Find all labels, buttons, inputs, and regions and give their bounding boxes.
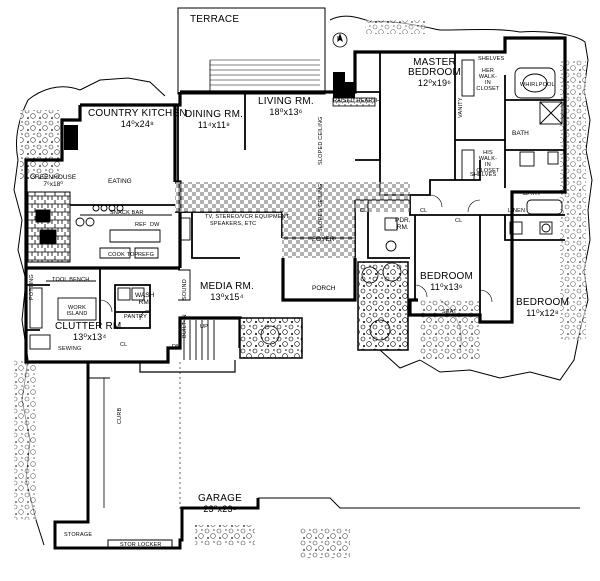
shelves-label-1: SHELVES bbox=[478, 56, 505, 62]
dw-label: DW bbox=[150, 222, 160, 228]
bedroom-2-dim: 11⁰x12⁸ bbox=[526, 308, 559, 318]
country-kitchen-dim: 14⁰x24⁸ bbox=[120, 119, 155, 129]
bath-fixtures bbox=[384, 59, 563, 252]
kitchen-fixtures bbox=[35, 204, 172, 259]
clutter-fixtures bbox=[29, 280, 145, 350]
greenhouse-name: GREENHOUSE bbox=[30, 174, 77, 181]
garage-label: GARAGE 23⁰x23⁸ bbox=[198, 494, 242, 515]
linen-label: LINEN bbox=[508, 208, 526, 214]
shelves-label-2: SHELVES bbox=[470, 172, 497, 178]
garage-name: GARAGE bbox=[198, 493, 242, 504]
bedroom-1-dim: 11⁰x13⁶ bbox=[430, 282, 463, 292]
master-bedroom-label: MASTER BEDROOM 12⁰x19⁶ bbox=[408, 58, 461, 89]
up-label: UP bbox=[200, 324, 209, 330]
her-closet-label: HER WALK-IN CLOSET bbox=[476, 68, 500, 92]
sound-label: SOUND bbox=[182, 279, 188, 300]
media-name: MEDIA RM. bbox=[200, 281, 255, 292]
pdr-name: PDR. bbox=[395, 217, 411, 224]
master-bedroom-name: MASTER bbox=[413, 57, 456, 68]
bedroom-1-label: BEDROOM 11⁰x13⁶ bbox=[420, 272, 473, 293]
clutter-label: CLUTTER RM. 13⁰x13⁴ bbox=[55, 322, 124, 343]
dining-name: DINING RM. bbox=[185, 109, 244, 120]
cook-top-label: COOK TOP bbox=[108, 252, 139, 258]
his-closet-label: HIS WALK-IN CLOSET bbox=[476, 150, 500, 174]
pdr-name2: RM. bbox=[396, 224, 409, 231]
pantry-label: PANTRY bbox=[124, 314, 148, 320]
living-dim: 18⁰x13⁶ bbox=[269, 107, 303, 117]
bedroom-1-name: BEDROOM bbox=[420, 271, 474, 282]
dn-label: DN bbox=[172, 344, 181, 350]
sewing-label: SEWING bbox=[58, 346, 82, 352]
vanity-label: VANITY bbox=[458, 97, 464, 118]
bath-2-label: BATH bbox=[523, 190, 540, 197]
bedroom-2-name: BEDROOM bbox=[516, 297, 570, 308]
refg-label: REFG bbox=[138, 252, 155, 258]
country-kitchen-name: COUNTRY KITCHEN bbox=[88, 108, 187, 119]
dining-label: DINING RM. 11⁴x11⁸ bbox=[185, 110, 243, 131]
cl-label-3: CL bbox=[455, 218, 463, 224]
builtin-label: BUILT-IN bbox=[182, 314, 188, 338]
terrace bbox=[177, 7, 326, 95]
curb-label: CURB bbox=[117, 407, 123, 424]
terrace-label: TERRACE bbox=[190, 14, 240, 25]
garage-dim: 23⁰x23⁸ bbox=[203, 504, 237, 514]
media-stairs bbox=[178, 217, 215, 360]
raised-hearth-label: RAISED HEARTH bbox=[333, 98, 381, 104]
bedroom-2-label: BEDROOM 11⁰x12⁸ bbox=[516, 298, 569, 319]
north-arrow bbox=[332, 32, 348, 48]
cl-label-4: CL bbox=[120, 342, 128, 348]
living-name: LIVING RM. bbox=[258, 96, 314, 107]
speakers-label: SPEAKERS, ETC bbox=[210, 221, 257, 227]
clutter-dim: 13⁰x13⁴ bbox=[73, 332, 107, 342]
wash-name: WASH bbox=[135, 292, 155, 299]
wash-label: WASH RM. bbox=[135, 292, 154, 306]
media-dim: 13⁰x15⁴ bbox=[210, 292, 244, 302]
cl-label-1: CL bbox=[360, 208, 368, 214]
door-swings bbox=[99, 194, 493, 321]
planters bbox=[239, 261, 409, 359]
eating-label: EATING bbox=[108, 178, 132, 185]
whirlpool-label: WHIRLPOOL bbox=[520, 82, 555, 88]
tv-stereo-label: TV, STEREO/VCR EQUIPMENT bbox=[205, 214, 290, 220]
fireplaces bbox=[64, 72, 376, 150]
seat-label: SEAT bbox=[442, 309, 457, 315]
tool-bench-label: TOOL BENCH bbox=[52, 277, 90, 283]
north-label: N bbox=[337, 36, 342, 42]
tile-gallery bbox=[175, 182, 410, 258]
potting-label: POTTING bbox=[29, 274, 35, 300]
country-kitchen-label: COUNTRY KITCHEN 14⁰x24⁸ bbox=[88, 109, 187, 130]
ref-label: REF bbox=[135, 222, 147, 228]
pdr-label: PDR. RM. bbox=[395, 217, 411, 231]
sloped-ceiling-label-2: SLOPED CEILING bbox=[318, 183, 324, 232]
wash-name2: RM. bbox=[138, 299, 151, 306]
sloped-ceiling-label-1: SLOPED CEILING bbox=[318, 116, 324, 165]
cl-label-2: CL bbox=[420, 208, 428, 214]
storage-label: STORAGE bbox=[64, 532, 93, 538]
stor-locker-label: STOR LOCKER bbox=[120, 542, 162, 548]
media-label: MEDIA RM. 13⁰x15⁴ bbox=[200, 282, 254, 303]
greenhouse-floor bbox=[27, 191, 71, 263]
living-label: LIVING RM. 18⁰x13⁶ bbox=[258, 97, 314, 118]
master-bedroom-name2: BEDROOM bbox=[408, 67, 462, 78]
snack-bar-label: SNACK BAR bbox=[110, 210, 144, 216]
work-island-label: WORK ISLAND bbox=[66, 305, 88, 317]
shrub-clusters bbox=[14, 20, 586, 558]
clutter-name: CLUTTER RM. bbox=[55, 321, 125, 332]
bath-master-label: BATH bbox=[512, 130, 529, 137]
master-bedroom-dim: 12⁰x19⁶ bbox=[417, 78, 452, 88]
garage bbox=[53, 360, 580, 550]
foyer-label: FOYER bbox=[312, 236, 335, 243]
greenhouse-dim: 7⁶x18⁰ bbox=[43, 181, 63, 188]
dining-dim: 11⁴x11⁸ bbox=[197, 120, 231, 130]
greenhouse-label: GREENHOUSE 7⁶x18⁰ bbox=[30, 174, 76, 188]
porch-label: PORCH bbox=[312, 285, 336, 292]
